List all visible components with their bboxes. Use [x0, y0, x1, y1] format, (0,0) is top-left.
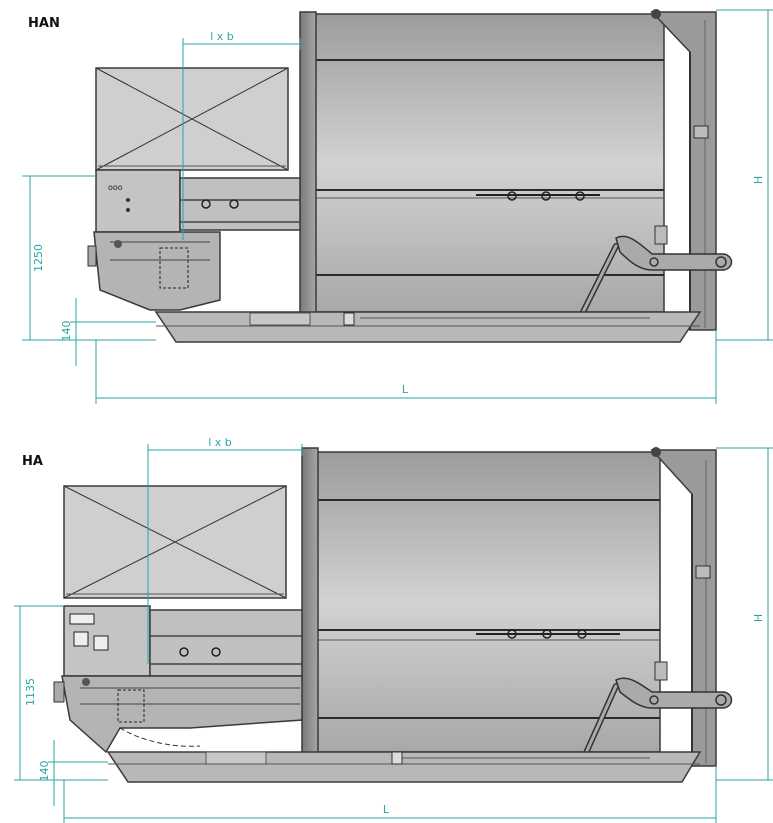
container-body-han — [311, 13, 665, 313]
view-ha: HA — [14, 436, 773, 823]
dim-length-han: L — [402, 383, 409, 396]
base-frame-ha — [106, 751, 702, 783]
dim-length-ha: L — [383, 803, 390, 816]
svg-text:ooo: ooo — [108, 183, 123, 192]
rear-door-ha — [650, 447, 717, 767]
view-han: HAN — [22, 9, 773, 404]
dimensions-ha — [14, 444, 773, 823]
rear-door-han — [650, 9, 717, 331]
press-unit-han: ooo — [87, 169, 301, 311]
hopper-ha — [63, 485, 287, 599]
view-label-han: HAN — [28, 16, 60, 31]
dimension-labels-han: l x b L H 1250 140 — [32, 30, 765, 396]
front-pillar-han — [299, 11, 317, 318]
dim-lxb-ha: l x b — [208, 436, 232, 449]
dimension-labels-ha: l x b L H 1135 140 — [24, 436, 765, 816]
dim-lxb-han: l x b — [210, 30, 234, 43]
dim-inlet-height-ha: 1135 — [24, 678, 37, 706]
view-label-ha: HA — [22, 454, 43, 469]
press-unit-ha — [53, 605, 303, 754]
dim-height-han: H — [752, 176, 765, 184]
dim-base-height-ha: 140 — [38, 761, 51, 782]
dim-inlet-height-han: 1250 — [32, 244, 45, 272]
container-body-ha — [315, 451, 661, 753]
dimensions-han — [22, 9, 773, 404]
base-frame-han — [154, 311, 702, 343]
door-lever-han — [575, 235, 733, 325]
dim-base-height-han: 140 — [60, 321, 73, 342]
hopper-han — [95, 67, 289, 171]
door-lever-ha — [579, 677, 733, 765]
dim-height-ha: H — [752, 614, 765, 622]
front-pillar-ha — [301, 447, 319, 755]
